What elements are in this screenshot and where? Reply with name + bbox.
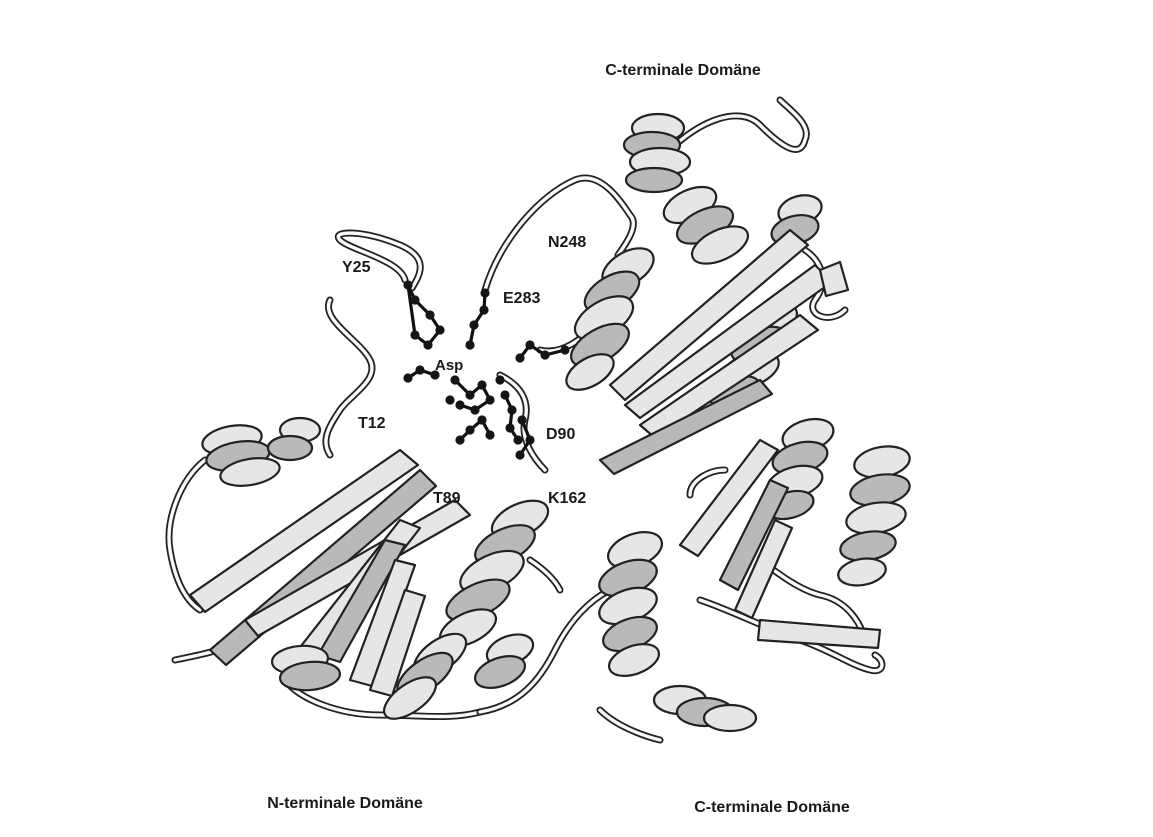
label-c-terminal-top: C-terminale Domäne: [605, 62, 761, 79]
atom-sphere: [515, 450, 524, 459]
helix-top: [624, 114, 690, 192]
label-c-terminal-bottom: C-terminale Domäne: [694, 799, 850, 816]
labels: C-terminale Domäne N-terminale Domäne C-…: [267, 62, 850, 816]
atom-sphere: [410, 330, 419, 339]
atom-sphere: [403, 373, 412, 382]
label-asp: Asp: [435, 357, 463, 374]
atom-sphere: [415, 365, 424, 374]
atom-sphere: [465, 340, 474, 349]
atom-sphere: [517, 415, 526, 424]
atom-sphere: [445, 395, 454, 404]
atom-sphere: [425, 310, 434, 319]
atom-sphere: [403, 280, 412, 289]
label-n248: N248: [548, 234, 586, 251]
label-e283: E283: [503, 290, 540, 307]
atom-sphere: [525, 340, 534, 349]
atom-sphere: [500, 390, 509, 399]
atom-sphere: [495, 375, 504, 384]
label-y25: Y25: [342, 259, 371, 276]
label-d90: D90: [546, 426, 575, 443]
lower-c-terminal-domain: [594, 414, 912, 731]
helix-c1: [658, 180, 753, 272]
label-t12: T12: [358, 415, 386, 432]
label-n-terminal: N-terminale Domäne: [267, 795, 423, 812]
helix-lc-right: [836, 442, 912, 589]
atom-sphere: [435, 325, 444, 334]
atom-sphere: [465, 390, 474, 399]
atom-sphere: [455, 400, 464, 409]
helix-lc-left: [594, 525, 666, 682]
atom-sphere: [507, 405, 516, 414]
n-terminal-domain: [190, 418, 554, 727]
label-t89: T89: [433, 490, 461, 507]
helix-n-upper: [268, 418, 320, 460]
atom-sphere: [515, 353, 524, 362]
atom-sphere: [513, 435, 522, 444]
atom-sphere: [485, 395, 494, 404]
atom-sphere: [465, 425, 474, 434]
atom-sphere: [560, 345, 569, 354]
atom-sphere: [423, 340, 432, 349]
atom-sphere: [455, 435, 464, 444]
atom-sphere: [540, 350, 549, 359]
active-site-residues: [403, 280, 569, 459]
atom-sphere: [505, 423, 514, 432]
helix-n-left: [200, 421, 282, 490]
atom-sphere: [470, 405, 479, 414]
atom-sphere: [469, 320, 478, 329]
atom-sphere: [477, 380, 486, 389]
atom-sphere: [480, 288, 489, 297]
helix-lc-bottom: [654, 686, 756, 731]
atom-sphere: [410, 295, 419, 304]
atom-sphere: [525, 435, 534, 444]
atom-sphere: [477, 415, 486, 424]
atom-sphere: [485, 430, 494, 439]
atom-sphere: [479, 305, 488, 314]
atom-sphere: [450, 375, 459, 384]
label-k162: K162: [548, 490, 586, 507]
